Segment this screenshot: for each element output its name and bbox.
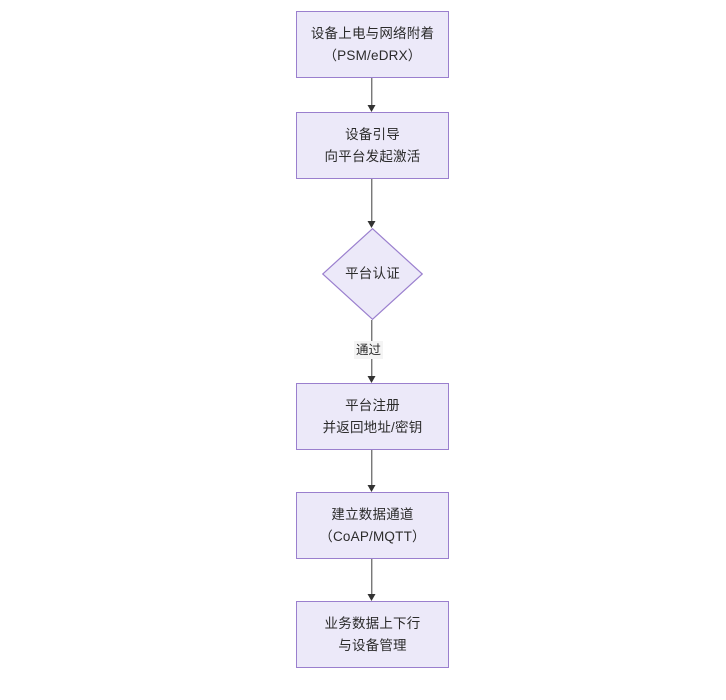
edge-register-to-channel-arrow-icon: [367, 485, 376, 492]
edge-channel-to-business-line: [371, 559, 373, 594]
node-label-platform-register: 平台注册 并返回地址/密钥: [322, 397, 423, 435]
edge-bootstrap-to-auth-line: [371, 179, 373, 221]
node-establish-data-channel[interactable]: 建立数据通道 （CoAP/MQTT）: [296, 492, 449, 559]
node-label-establish-data-channel: 建立数据通道 （CoAP/MQTT）: [319, 506, 426, 544]
node-label-device-bootstrap: 设备引导 向平台发起激活: [324, 126, 421, 164]
edge-auth-to-register-arrow-icon: [367, 376, 376, 383]
node-label-device-power-on: 设备上电与网络附着 （PSM/eDRX）: [310, 25, 435, 63]
node-platform-register[interactable]: 平台注册 并返回地址/密钥: [296, 383, 449, 450]
node-device-bootstrap[interactable]: 设备引导 向平台发起激活: [296, 112, 449, 179]
edge-channel-to-business-arrow-icon: [367, 594, 376, 601]
node-platform-authentication[interactable]: 平台认证: [322, 228, 423, 320]
node-label-business-data: 业务数据上下行 与设备管理: [324, 615, 421, 653]
diamond-shape-icon: [322, 228, 423, 320]
edge-bootstrap-to-auth-arrow-icon: [367, 221, 376, 228]
edge-power-to-bootstrap-arrow-icon: [367, 105, 376, 112]
node-label-platform-authentication: 平台认证: [345, 266, 400, 281]
edge-register-to-channel-line: [371, 450, 373, 485]
node-business-data-uplink-downlink[interactable]: 业务数据上下行 与设备管理: [296, 601, 449, 668]
node-device-power-on[interactable]: 设备上电与网络附着 （PSM/eDRX）: [296, 11, 449, 78]
edge-power-to-bootstrap-line: [371, 78, 373, 105]
edge-label-pass: 通过: [354, 341, 384, 359]
